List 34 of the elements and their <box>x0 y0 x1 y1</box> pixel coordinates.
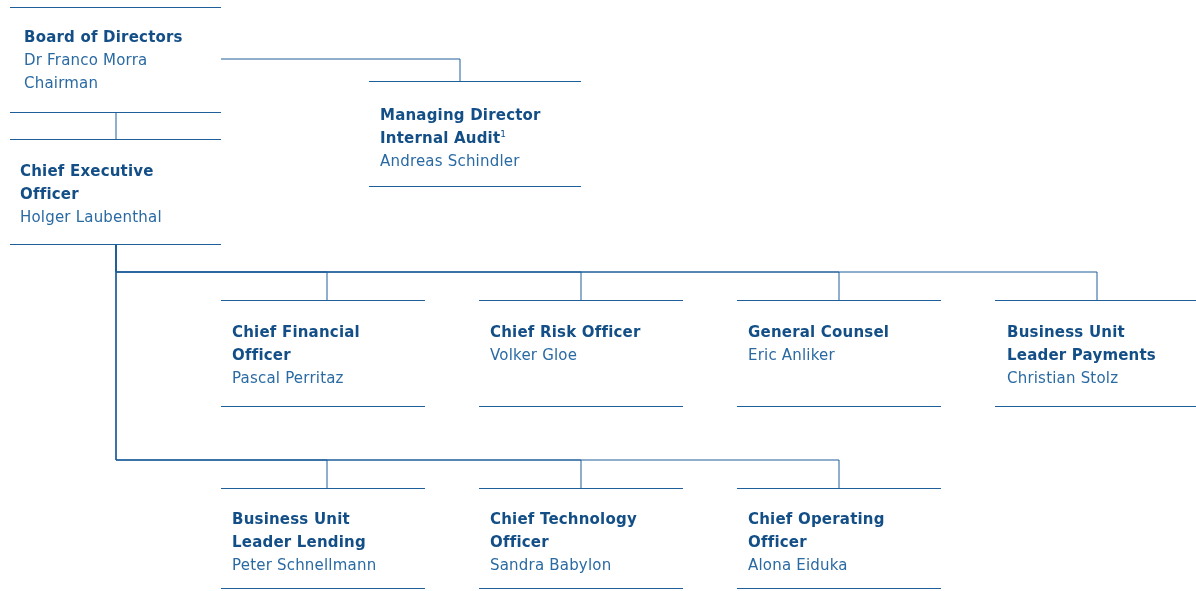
role-title: Managing Director Internal Audit$^{1}$ <box>380 105 542 149</box>
org-box <box>369 81 581 187</box>
person-name: Dr Franco Morra <box>24 50 149 71</box>
role-title: Board of Directors <box>24 27 183 48</box>
connector-line <box>220 58 461 82</box>
person-name: Andreas Schindler <box>380 151 521 172</box>
org-box <box>737 300 941 407</box>
role-title: Chief Executive Officer <box>20 161 155 205</box>
role-subtitle: Chairman <box>24 73 100 94</box>
org-box <box>995 300 1196 407</box>
org-box <box>479 488 683 589</box>
role-title: Business Unit Leader Payments <box>1007 322 1157 366</box>
person-name: Holger Laubenthal <box>20 207 163 228</box>
connector-line <box>115 244 840 489</box>
role-title: Chief Technology Officer <box>490 509 638 553</box>
org-box <box>221 488 425 589</box>
person-name: Alona Eiduka <box>748 555 849 576</box>
org-box <box>737 488 941 589</box>
role-title: Chief Financial Officer <box>232 322 361 366</box>
person-name: Christian Stolz <box>1007 368 1120 389</box>
person-name: Eric Anliker <box>748 345 836 366</box>
org-box <box>10 7 221 113</box>
role-title: General Counsel <box>748 322 890 343</box>
person-name: Volker Gloe <box>490 345 579 366</box>
org-box <box>10 139 221 245</box>
org-box <box>479 300 683 407</box>
org-box <box>221 300 425 407</box>
person-name: Peter Schnellmann <box>232 555 378 576</box>
person-name: Pascal Perritaz <box>232 368 345 389</box>
role-title: Business Unit Leader Lending <box>232 509 367 553</box>
person-name: Sandra Babylon <box>490 555 613 576</box>
connector-line <box>115 112 117 140</box>
role-title: Chief Risk Officer <box>490 322 641 343</box>
role-title: Chief Operating Officer <box>748 509 886 553</box>
